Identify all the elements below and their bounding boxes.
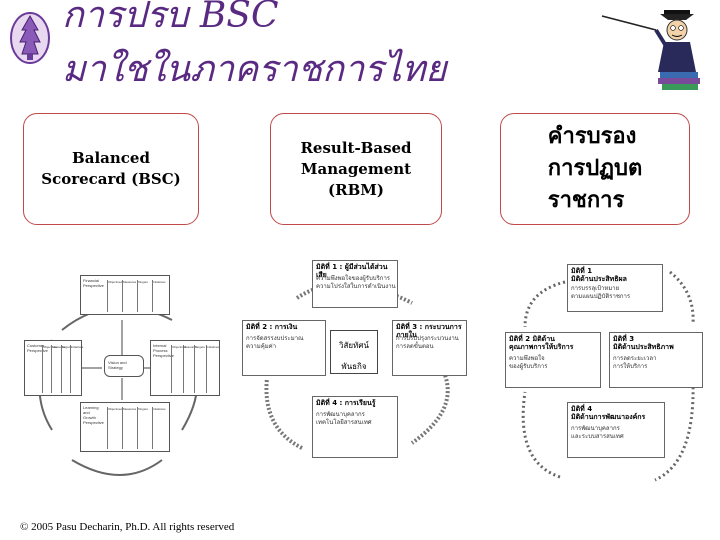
bsc-column-header: Objectives	[107, 280, 123, 312]
bsc-column-header: Initiatives	[152, 407, 168, 449]
rbm-top-body: ความพึงพอใจของผู้รับบริการ ความโปร่งใสใน…	[316, 275, 396, 291]
ks-bottom-box: มิติที่ 4 มิติด้านการพัฒนาองค์กร การพัฒน…	[567, 402, 665, 458]
ks-top-head: มิติที่ 1 มิติด้านประสิทธิผล	[571, 267, 627, 283]
ks-right-body: การลดระยะเวลา การให้บริการ	[613, 355, 656, 371]
card-kham-rab-rong: คำรบรอง การปฏบต ราชการ	[500, 113, 690, 225]
bsc-column-header: Measures	[122, 407, 138, 449]
ks-top-box: มิติที่ 1 มิติด้านประสิทธิผล การบรรลุเป้…	[567, 264, 663, 312]
page-title-line1: การปรบ BSC	[62, 0, 279, 38]
ks-left-box: มิติที่ 2 มิติด้าน คุณภาพการให้บริการ คว…	[505, 332, 601, 388]
bsc-learning-box: Learning and Growth Perspective Objectiv…	[80, 402, 170, 452]
graduate-mascot-icon	[600, 2, 712, 92]
bsc-column-header: Measures	[122, 280, 138, 312]
rbm-cycle-diagram: มิติที่ 1 : ผู้มีส่วนได้ส่วนเสีย ความพึง…	[242, 258, 467, 463]
card-ks-label: คำรบรอง การปฏบต ราชการ	[548, 121, 642, 217]
bsc-learning-label: Learning and Growth Perspective	[83, 405, 104, 425]
copyright-footer: © 2005 Pasu Decharin, Ph.D. All rights r…	[20, 521, 234, 533]
ks-top-body: การบรรลุเป้าหมาย ตามแผนปฏิบัติราชการ	[571, 285, 630, 301]
ks-right-head: มิติที่ 3 มิติด้านประสิทธิภาพ	[613, 335, 674, 351]
ks-bottom-body: การพัฒนาบุคลากร และระบบสารสนเทศ	[571, 425, 624, 441]
rbm-center-box: วิสัยทัศน์ พันธกิจ	[330, 330, 378, 374]
bsc-column-header: Initiatives	[206, 345, 219, 393]
bsc-column-header: Objectives	[107, 407, 123, 449]
bsc-column-header: Targets	[137, 407, 153, 449]
bsc-column-header: Initiatives	[152, 280, 168, 312]
rbm-right-box: มิติที่ 3 : กระบวนการภายใน การปรับปรุงกร…	[392, 320, 467, 376]
ks-right-box: มิติที่ 3 มิติด้านประสิทธิภาพ การลดระยะเ…	[609, 332, 703, 388]
card-bsc-label: Balanced Scorecard (BSC)	[41, 148, 181, 190]
rbm-left-head: มิติที่ 2 : การเงิน	[246, 323, 297, 331]
card-rbm-label: Result-Based Management (RBM)	[300, 138, 411, 201]
ks-dimensions-diagram: มิติที่ 1 มิติด้านประสิทธิผล การบรรลุเป้…	[505, 262, 705, 490]
rbm-left-body: การจัดสรรงบประมาณ ความคุ้มค่า	[246, 335, 304, 351]
rbm-center-top: วิสัยทัศน์	[331, 339, 377, 352]
page-title-line2: มาใชในภาคราชการไทย	[62, 48, 446, 92]
rbm-bottom-box: มิติที่ 4 : การเรียนรู้ การพัฒนาบุคลากร …	[312, 396, 398, 458]
rbm-top-box: มิติที่ 1 : ผู้มีส่วนได้ส่วนเสีย ความพึง…	[312, 260, 398, 308]
card-result-based-management: Result-Based Management (RBM)	[270, 113, 442, 225]
ks-left-body: ความพึงพอใจ ของผู้รับบริการ	[509, 355, 547, 371]
rbm-bottom-head: มิติที่ 4 : การเรียนรู้	[316, 399, 375, 407]
ks-bottom-head: มิติที่ 4 มิติด้านการพัฒนาองค์กร	[571, 405, 645, 421]
bsc-column-header: Initiatives	[70, 345, 80, 393]
rbm-right-body: การปรับปรุงกระบวนงาน การลดขั้นตอน	[396, 335, 459, 351]
rbm-bottom-body: การพัฒนาบุคลากร เทคโนโลยีสารสนเทศ	[316, 411, 372, 427]
bsc-column-header: Targets	[137, 280, 153, 312]
rbm-left-box: มิติที่ 2 : การเงิน การจัดสรรงบประมาณ คว…	[242, 320, 326, 376]
bsc-center-box: Vision and Strategy	[104, 355, 144, 377]
rbm-center-bottom: พันธกิจ	[331, 360, 377, 373]
bsc-financial-label: Financial Perspective	[83, 278, 104, 288]
university-emblem-logo	[8, 10, 52, 66]
card-balanced-scorecard: Balanced Scorecard (BSC)	[23, 113, 199, 225]
ks-left-head: มิติที่ 2 มิติด้าน คุณภาพการให้บริการ	[509, 335, 573, 351]
bsc-center-label: Vision and Strategy	[108, 360, 127, 370]
